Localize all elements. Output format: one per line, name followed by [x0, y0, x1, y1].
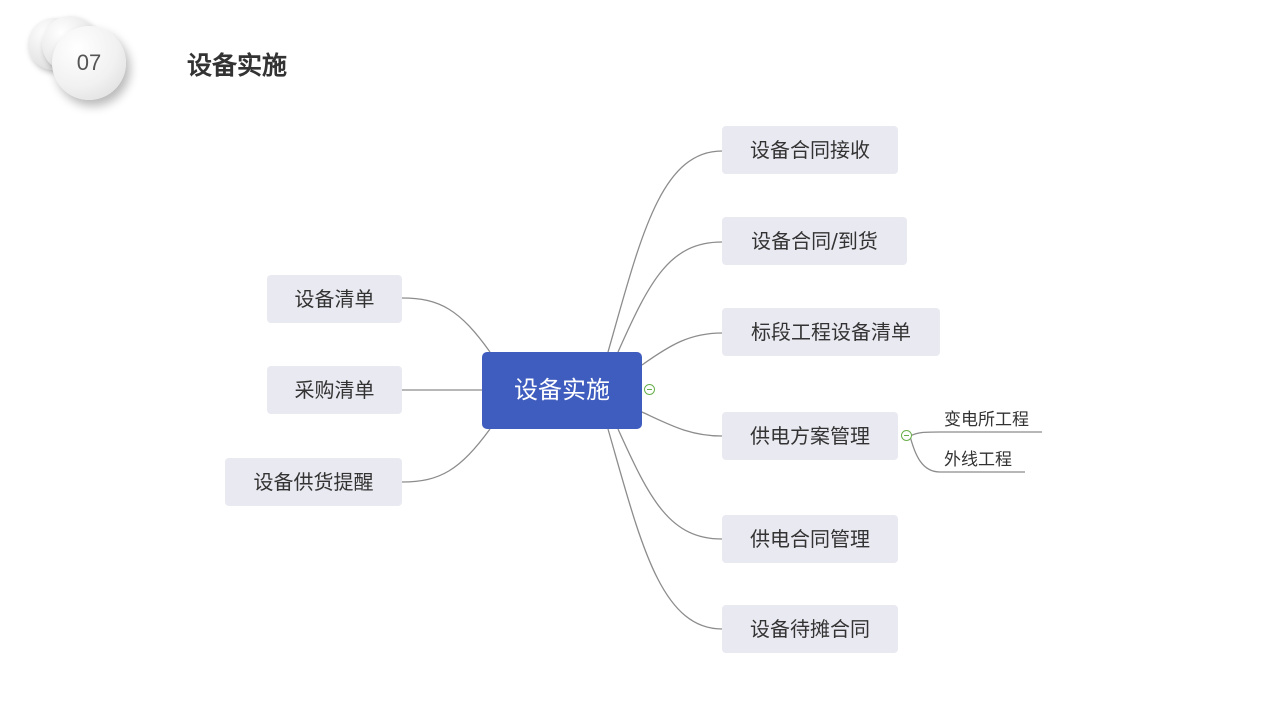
leaf-substation-project[interactable]: 变电所工程	[944, 410, 1029, 430]
node-power-plan[interactable]: 供电方案管理	[722, 412, 898, 460]
section-number: 07	[76, 50, 102, 75]
node-section-equipment-list[interactable]: 标段工程设备清单	[722, 308, 940, 356]
root-node[interactable]: 设备实施	[482, 352, 642, 429]
node-contract-arrival[interactable]: 设备合同/到货	[722, 217, 907, 265]
node-purchase-list[interactable]: 采购清单	[267, 366, 402, 414]
section-badge: 07	[28, 14, 138, 114]
node-contract-receipt[interactable]: 设备合同接收	[722, 126, 898, 174]
node-amortized-contract[interactable]: 设备待摊合同	[722, 605, 898, 653]
page-title: 设备实施	[187, 51, 288, 80]
node-supply-reminder[interactable]: 设备供货提醒	[225, 458, 402, 506]
collapse-toggle-icon[interactable]	[901, 430, 912, 441]
badge-disc-front	[52, 26, 126, 100]
collapse-toggle-icon[interactable]	[644, 384, 655, 395]
leaf-external-line-project[interactable]: 外线工程	[944, 450, 1012, 470]
node-power-contract[interactable]: 供电合同管理	[722, 515, 898, 563]
node-equipment-list[interactable]: 设备清单	[267, 275, 402, 323]
